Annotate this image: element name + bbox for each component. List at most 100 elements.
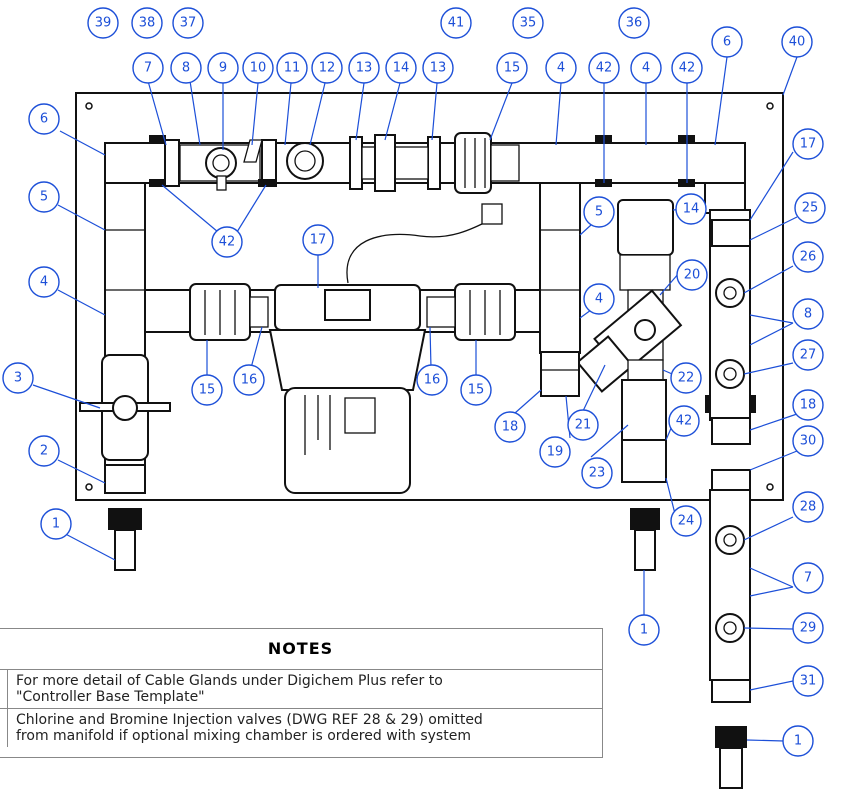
balloon-5: 5 xyxy=(583,196,615,228)
balloon-10: 10 xyxy=(242,52,274,84)
svg-text:7: 7 xyxy=(804,571,812,586)
svg-text:13: 13 xyxy=(430,61,447,76)
svg-text:4: 4 xyxy=(642,61,650,76)
svg-text:36: 36 xyxy=(626,16,643,31)
balloon-4: 4 xyxy=(630,52,662,84)
svg-text:23: 23 xyxy=(589,466,606,481)
svg-text:31: 31 xyxy=(800,674,817,689)
svg-text:22: 22 xyxy=(678,371,695,386)
svg-text:8: 8 xyxy=(804,307,812,322)
balloon-13: 13 xyxy=(422,52,454,84)
mount-hole xyxy=(766,102,774,110)
svg-text:17: 17 xyxy=(310,233,327,248)
balloon-28: 28 xyxy=(792,491,824,523)
svg-text:10: 10 xyxy=(250,61,267,76)
balloon-38: 38 xyxy=(131,7,163,39)
svg-text:2: 2 xyxy=(40,444,48,459)
balloon-41: 41 xyxy=(440,7,472,39)
balloon-13: 13 xyxy=(348,52,380,84)
balloon-40: 40 xyxy=(781,26,813,58)
balloon-35: 35 xyxy=(512,7,544,39)
note-text: For more detail of Cable Glands under Di… xyxy=(16,673,443,705)
svg-text:41: 41 xyxy=(448,16,465,31)
balloon-3: 3 xyxy=(2,362,34,394)
svg-text:1: 1 xyxy=(794,734,802,749)
balloon-8: 8 xyxy=(170,52,202,84)
balloon-18: 18 xyxy=(792,389,824,421)
balloon-4: 4 xyxy=(583,283,615,315)
svg-text:14: 14 xyxy=(393,61,410,76)
svg-text:20: 20 xyxy=(684,268,701,283)
svg-text:5: 5 xyxy=(595,205,603,220)
svg-text:21: 21 xyxy=(575,418,592,433)
balloon-7: 7 xyxy=(132,52,164,84)
balloon-21: 21 xyxy=(567,409,599,441)
balloon-15: 15 xyxy=(496,52,528,84)
svg-text:30: 30 xyxy=(800,434,817,449)
balloon-16: 16 xyxy=(233,364,265,396)
balloon-6: 6 xyxy=(28,103,60,135)
balloons: 39 38 37 41 35 36 7 8 9 10 11 12 13 14 1… xyxy=(2,7,826,757)
svg-text:8: 8 xyxy=(182,61,190,76)
svg-text:42: 42 xyxy=(679,61,696,76)
svg-text:15: 15 xyxy=(468,383,485,398)
svg-text:1: 1 xyxy=(52,517,60,532)
notes-title: NOTES xyxy=(0,629,602,670)
balloon-18: 18 xyxy=(494,411,526,443)
svg-text:18: 18 xyxy=(800,398,817,413)
balloon-1: 1 xyxy=(628,614,660,646)
balloon-11: 11 xyxy=(276,52,308,84)
svg-text:4: 4 xyxy=(40,275,48,290)
balloon-1: 1 xyxy=(782,725,814,757)
balloon-29: 29 xyxy=(792,612,824,644)
svg-text:16: 16 xyxy=(424,373,441,388)
balloon-25: 25 xyxy=(794,192,826,224)
balloon-42: 42 xyxy=(668,405,700,437)
svg-text:6: 6 xyxy=(723,35,731,50)
mount-hole xyxy=(766,483,774,491)
svg-text:16: 16 xyxy=(241,373,258,388)
note-row: Chlorine and Bromine Injection valves (D… xyxy=(0,709,602,747)
svg-text:25: 25 xyxy=(802,201,819,216)
note-number-cell xyxy=(0,670,8,708)
svg-text:11: 11 xyxy=(284,61,301,76)
balloon-4: 4 xyxy=(28,266,60,298)
balloon-24: 24 xyxy=(670,505,702,537)
svg-text:38: 38 xyxy=(139,16,156,31)
svg-text:15: 15 xyxy=(504,61,521,76)
balloon-26: 26 xyxy=(792,241,824,273)
svg-text:4: 4 xyxy=(557,61,565,76)
balloon-16: 16 xyxy=(416,364,448,396)
balloon-42: 42 xyxy=(588,52,620,84)
balloon-22: 22 xyxy=(670,362,702,394)
svg-text:6: 6 xyxy=(40,112,48,127)
svg-text:9: 9 xyxy=(219,61,227,76)
svg-text:1: 1 xyxy=(640,623,648,638)
balloon-27: 27 xyxy=(792,339,824,371)
right-fittings xyxy=(540,199,756,703)
svg-text:27: 27 xyxy=(800,348,817,363)
balloon-15: 15 xyxy=(460,374,492,406)
svg-text:24: 24 xyxy=(678,514,695,529)
balloon-15: 15 xyxy=(191,374,223,406)
balloon-4: 4 xyxy=(545,52,577,84)
balloon-17: 17 xyxy=(302,224,334,256)
balloon-19: 19 xyxy=(539,436,571,468)
balloon-20: 20 xyxy=(676,259,708,291)
balloon-14: 14 xyxy=(675,193,707,225)
svg-text:35: 35 xyxy=(520,16,537,31)
balloon-36: 36 xyxy=(618,7,650,39)
balloon-6: 6 xyxy=(711,26,743,58)
svg-text:4: 4 xyxy=(595,292,603,307)
svg-text:19: 19 xyxy=(547,445,564,460)
balloon-39: 39 xyxy=(87,7,119,39)
svg-text:17: 17 xyxy=(800,137,817,152)
svg-text:12: 12 xyxy=(319,61,336,76)
note-number-cell xyxy=(0,709,8,747)
balloon-23: 23 xyxy=(581,457,613,489)
note-text: Chlorine and Bromine Injection valves (D… xyxy=(16,712,483,744)
mount-hole xyxy=(85,483,93,491)
ball-valve xyxy=(79,354,171,461)
svg-text:26: 26 xyxy=(800,250,817,265)
